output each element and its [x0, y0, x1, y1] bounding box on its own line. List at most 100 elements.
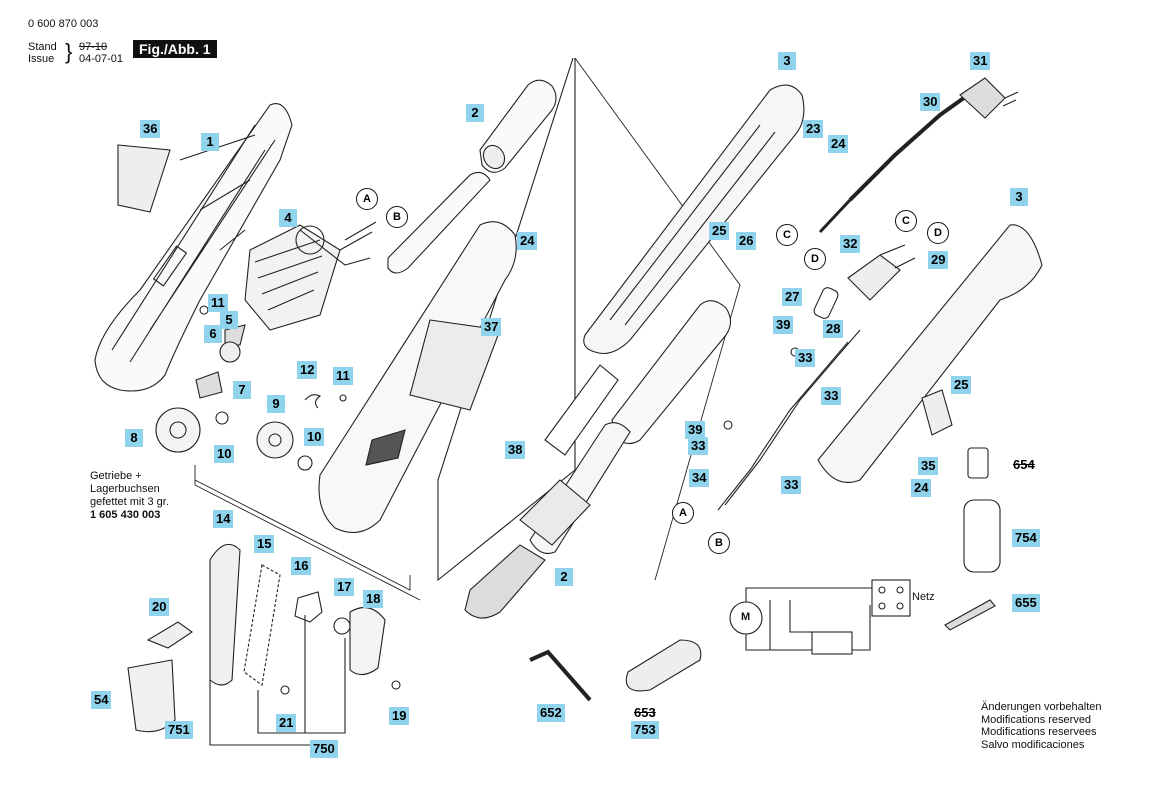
brace-symbol: }: [65, 39, 73, 64]
circuit-schematic: [729, 579, 911, 655]
callout-10: 10: [214, 445, 235, 463]
callout-33: 33: [821, 387, 842, 405]
gear-note-line: Getriebe +: [90, 470, 142, 482]
callout-35: 35: [918, 457, 939, 475]
callout-36: 36: [140, 120, 161, 138]
connector-d: D: [927, 222, 949, 244]
callout-25: 25: [951, 376, 972, 394]
wiring-harness: [724, 329, 861, 506]
stand-label: Stand: [28, 41, 57, 53]
allen-key: [529, 649, 592, 702]
bushing-part: [215, 411, 229, 425]
mains-label: Netz: [912, 591, 935, 603]
divider-line: [194, 479, 411, 591]
spring-clip: [304, 394, 322, 409]
callout-33: 33: [795, 349, 816, 367]
handle-half-upper: [583, 84, 805, 355]
callout-21: 21: [276, 714, 297, 732]
callout-24: 24: [517, 232, 538, 250]
bearing-part: [219, 341, 241, 363]
callout-17: 17: [334, 578, 355, 596]
callout-30: 30: [920, 93, 941, 111]
callout-29: 29: [928, 251, 949, 269]
capacitor: [813, 287, 839, 319]
notice-line-en: Modifications reserved: [981, 713, 1092, 726]
callout-652: 652: [537, 704, 565, 722]
callout-18: 18: [363, 590, 384, 608]
callout-25: 25: [709, 222, 730, 240]
chain-tensioner: [146, 621, 193, 649]
callout-34: 34: [689, 469, 710, 487]
grease-tube: [967, 447, 989, 479]
callout-6: 6: [204, 325, 222, 343]
callout-33: 33: [688, 437, 709, 455]
modifications-notice: Änderungen vorbehalten Modifications res…: [981, 701, 1101, 751]
gear-9-part: [256, 421, 294, 459]
housing-half-left: [94, 103, 293, 392]
notice-line-de: Änderungen vorbehalten: [981, 701, 1102, 713]
tube-lower: [611, 300, 732, 445]
scale-strip: [544, 364, 619, 456]
bushing-part-2: [297, 455, 313, 471]
grease-jar: [963, 499, 1001, 573]
gear-note-line: gefettet mit 3 gr.: [90, 496, 169, 508]
callout-15: 15: [254, 535, 275, 553]
callout-27: 27: [782, 288, 803, 306]
callout-54: 54: [91, 691, 112, 709]
callout-12: 12: [297, 361, 318, 379]
connector-a: A: [356, 188, 378, 210]
callout-19: 19: [389, 707, 410, 725]
divider-line: [574, 57, 741, 581]
callout-5: 5: [220, 311, 238, 329]
callout-2: 2: [555, 568, 573, 586]
callout-37: 37: [481, 318, 502, 336]
cover-plate: [349, 606, 386, 676]
connector-c: C: [776, 224, 798, 246]
saw-chain: [243, 564, 281, 686]
callout-39: 39: [773, 316, 794, 334]
adjuster-ring: [519, 479, 591, 546]
stand-value: 97-10: [79, 41, 108, 53]
callout-11: 11: [333, 367, 353, 385]
figure-tag: Fig./Abb. 1: [133, 40, 217, 58]
callout-14: 14: [213, 510, 234, 528]
callout-8: 8: [125, 429, 143, 447]
divider-line: [194, 465, 421, 601]
callout-655: 655: [1012, 594, 1040, 612]
sprocket: [294, 591, 323, 623]
callout-23: 23: [803, 120, 824, 138]
callout-3: 3: [1010, 188, 1028, 206]
callout-28: 28: [823, 320, 844, 338]
callout-753: 753: [631, 721, 659, 739]
callout-38: 38: [505, 441, 526, 459]
callout-16: 16: [291, 557, 312, 575]
callout-654-struck: 654: [1010, 456, 1038, 474]
callout-751: 751: [165, 721, 193, 739]
guide-bar-cover: [318, 221, 517, 534]
callout-2: 2: [466, 104, 484, 122]
switch-part: [847, 254, 901, 301]
connector-b: B: [708, 532, 730, 554]
tube-upper: [387, 79, 557, 274]
issue-label: Issue: [28, 53, 55, 65]
power-cord: [848, 88, 977, 202]
callout-32: 32: [840, 235, 861, 253]
issue-value: 04-07-01: [79, 53, 124, 65]
callout-33: 33: [781, 476, 802, 494]
plug: [959, 77, 1006, 119]
callout-3: 3: [778, 52, 796, 70]
notice-line-es: Salvo modificaciones: [981, 738, 1085, 751]
connector-a: A: [672, 502, 694, 524]
part-number: 0 600 870 003: [28, 18, 99, 30]
gear-note-line: Lagerbuchsen: [90, 483, 160, 495]
callout-31: 31: [970, 52, 991, 70]
switch-button: [921, 389, 953, 436]
callout-24: 24: [828, 135, 849, 153]
callout-11: 11: [208, 294, 228, 312]
connector-c: C: [895, 210, 917, 232]
callout-4: 4: [279, 209, 297, 227]
gear-note-part-number: 1 605 430 003: [90, 509, 161, 521]
handle-knob: [464, 544, 546, 619]
gear-note: Getriebe + Lagerbuchsen gefettet mit 3 g…: [90, 470, 169, 522]
